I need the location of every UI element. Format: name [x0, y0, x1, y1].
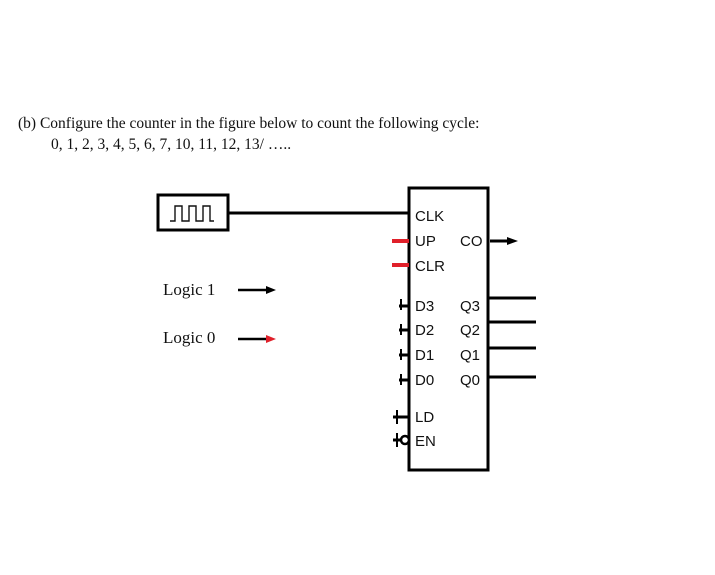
logic0-label: Logic 0 [163, 328, 215, 347]
co-label: CO [460, 233, 483, 250]
up-label: UP [415, 233, 436, 250]
count-sequence: 0, 1, 2, 3, 4, 5, 6, 7, 10, 11, 12, 13/ … [51, 135, 292, 153]
logic1-terminal[interactable] [238, 286, 276, 294]
d-input-pins [399, 299, 409, 385]
question-prompt: (b) Configure the counter in the figure … [18, 115, 480, 132]
counter-block [407, 186, 490, 472]
en-label: EN [415, 433, 436, 450]
q0-label: Q0 [460, 372, 480, 389]
logic0-terminal[interactable] [238, 335, 276, 343]
d1-label: D1 [415, 347, 434, 364]
en-pin[interactable] [393, 433, 411, 447]
q1-label: Q1 [460, 347, 480, 364]
square-wave-icon [170, 205, 214, 222]
clock-source [156, 193, 230, 232]
ld-label: LD [415, 409, 434, 426]
logic1-label: Logic 1 [163, 280, 215, 299]
d3-label: D3 [415, 298, 434, 315]
co-output[interactable] [490, 237, 518, 245]
d0-label: D0 [415, 372, 434, 389]
clr-label: CLR [415, 258, 445, 275]
clk-label: CLK [415, 208, 444, 225]
question-block: (b) Configure the counter in the figure … [18, 114, 479, 156]
q2-label: Q2 [460, 322, 480, 339]
d2-label: D2 [415, 322, 434, 339]
q3-label: Q3 [460, 298, 480, 315]
